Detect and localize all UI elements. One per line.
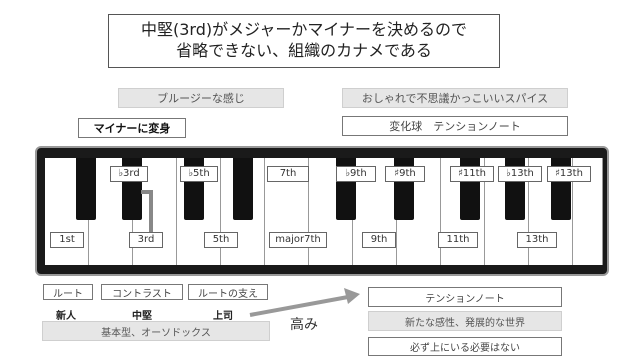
tension-note-box: 変化球 テンションノート bbox=[342, 116, 568, 136]
black-key bbox=[233, 158, 253, 220]
label-flat-5th: ♭5th bbox=[180, 166, 218, 182]
label-5th: 5th bbox=[204, 232, 238, 248]
label-1st: 1st bbox=[50, 232, 84, 248]
title-box: 中堅(3rd)がメジャーかマイナーを決めるので 省略できない、組織のカナメである bbox=[108, 14, 500, 68]
title-line-1: 中堅(3rd)がメジャーかマイナーを決めるので bbox=[141, 20, 467, 39]
black-key bbox=[76, 158, 96, 220]
piano-keyboard: ♭3rd ♭5th 7th ♭9th ♯9th ♯11th ♭13th ♯13t… bbox=[35, 146, 609, 276]
label-11th: 11th bbox=[438, 232, 478, 248]
role-root: ルート bbox=[43, 284, 93, 300]
stylish-box: おしゃれで不思議かっこいいスパイス bbox=[342, 88, 568, 108]
label-major7th: major7th bbox=[269, 232, 327, 248]
height-label: 高み bbox=[290, 317, 318, 333]
label-flat-13th: ♭13th bbox=[498, 166, 542, 182]
blues-box: ブルージーな感じ bbox=[118, 88, 284, 108]
label-3rd: 3rd bbox=[129, 232, 163, 248]
minor-box: マイナーに変身 bbox=[78, 118, 186, 138]
label-9th: 9th bbox=[362, 232, 396, 248]
label-flat-9th: ♭9th bbox=[336, 166, 376, 182]
label-sharp-13th: ♯13th bbox=[547, 166, 591, 182]
title-line-2: 省略できない、組織のカナメである bbox=[176, 41, 432, 60]
label-sharp-11th: ♯11th bbox=[450, 166, 494, 182]
new-sense-box: 新たな感性、発展的な世界 bbox=[368, 311, 562, 331]
rank-boss: 上司 bbox=[213, 311, 233, 322]
role-root-support: ルートの支え bbox=[188, 284, 268, 300]
rank-middle: 中堅 bbox=[132, 311, 152, 322]
basic-type-box: 基本型、オーソドックス bbox=[42, 321, 270, 341]
label-7th: 7th bbox=[267, 166, 309, 182]
label-13th: 13th bbox=[517, 232, 557, 248]
not-always-top-box: 必ず上にいる必要はない bbox=[368, 337, 562, 356]
arrow-up-right-icon bbox=[249, 288, 360, 317]
label-sharp-9th: ♯9th bbox=[385, 166, 425, 182]
label-flat-3rd: ♭3rd bbox=[110, 166, 148, 182]
role-contrast: コントラスト bbox=[101, 284, 183, 300]
rank-newcomer: 新人 bbox=[56, 311, 76, 322]
tension-box: テンションノート bbox=[368, 287, 562, 307]
